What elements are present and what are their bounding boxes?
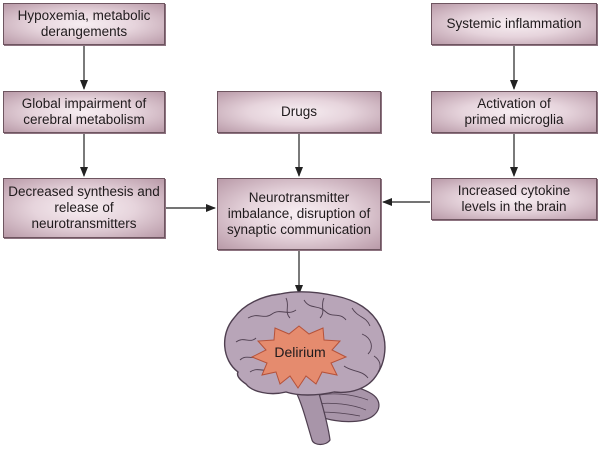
node-drugs: Drugs <box>217 91 381 133</box>
node-primed-microglia: Activation of primed microglia <box>431 91 597 133</box>
delirium-label: Delirium <box>274 344 326 360</box>
node-drugs-label: Drugs <box>280 104 317 119</box>
node-neurotransmitter-label: Neurotransmitter imbalance, disruption o… <box>226 190 372 237</box>
node-hypoxemia-label: Hypoxemia, metabolic derangements <box>17 8 151 39</box>
node-decreased-synthesis: Decreased synthesis and release of neuro… <box>3 178 165 238</box>
node-hypoxemia: Hypoxemia, metabolic derangements <box>3 3 165 45</box>
node-systemic-inflammation-label: Systemic inflammation <box>446 16 582 31</box>
brain-stem <box>295 389 331 446</box>
node-neurotransmitter-imbalance: Neurotransmitter imbalance, disruption o… <box>217 178 381 250</box>
delirium-starburst <box>250 325 348 389</box>
node-microglia-label: Activation of primed microglia <box>464 96 564 127</box>
node-cytokine-label: Increased cytokine levels in the brain <box>457 183 571 214</box>
node-global-impairment-label: Global impairment of cerebral metabolism <box>21 96 147 127</box>
node-cytokine-levels: Increased cytokine levels in the brain <box>431 178 597 220</box>
node-systemic-inflammation: Systemic inflammation <box>431 3 597 45</box>
node-global-impairment: Global impairment of cerebral metabolism <box>3 91 165 133</box>
node-decreased-synthesis-label: Decreased synthesis and release of neuro… <box>8 184 160 231</box>
